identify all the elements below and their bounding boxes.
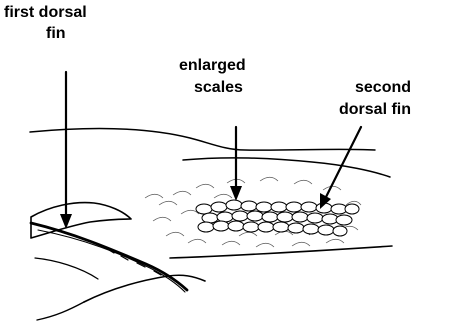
- enlarged-scale: [333, 226, 347, 236]
- enlarged-scale: [211, 202, 227, 212]
- enlarged-scale: [247, 211, 263, 221]
- enlarged-scale: [258, 222, 274, 232]
- enlarged-scale: [243, 222, 259, 232]
- enlarged-scale: [256, 202, 272, 212]
- enlarged-scale: [213, 221, 229, 231]
- first-dorsal-fin-outline: [31, 203, 131, 238]
- enlarged-scale: [307, 213, 323, 223]
- first-dorsal-label-line2: fin: [46, 25, 66, 42]
- fin-spine-edge: [38, 230, 185, 292]
- tail-contour-small: [35, 258, 98, 279]
- lower-body-contour: [170, 246, 392, 258]
- dorsal-ridge-line: [183, 158, 390, 177]
- enlarged-scale: [273, 222, 289, 232]
- enlarged-scales-label-line1: enlarged: [179, 57, 246, 74]
- enlarged-scale: [226, 200, 242, 210]
- enlarged-scale: [318, 225, 334, 235]
- enlarged-scale: [301, 202, 317, 212]
- enlarged-scale: [277, 212, 293, 222]
- enlarged-scales-arrowhead: [230, 186, 242, 201]
- second-dorsal-label-line1: second: [355, 79, 411, 96]
- enlarged-scale: [202, 213, 218, 223]
- enlarged-scale: [198, 222, 214, 232]
- enlarged-scale: [322, 214, 338, 224]
- enlarged-scale: [288, 223, 304, 233]
- first-dorsal-fin: [31, 203, 187, 292]
- enlarged-scales: [196, 200, 359, 236]
- enlarged-scale: [345, 204, 359, 214]
- lower-left-curve: [37, 302, 84, 320]
- second-dorsal-arrow-shaft: [326, 127, 361, 197]
- enlarged-scale: [232, 211, 248, 221]
- enlarged-scale: [292, 212, 308, 222]
- upper-contour-line: [30, 129, 375, 151]
- enlarged-scale: [241, 201, 257, 211]
- enlarged-scale: [303, 224, 319, 234]
- enlarged-scale: [196, 204, 212, 214]
- enlarged-scale: [217, 212, 233, 222]
- enlarged-scale: [286, 202, 302, 212]
- enlarged-scales-label-line2: scales: [194, 79, 243, 96]
- enlarged-scale: [336, 215, 352, 225]
- enlarged-scale: [262, 212, 278, 222]
- enlarged-scale: [271, 202, 287, 212]
- second-dorsal-label-line2: dorsal fin: [339, 101, 411, 118]
- first-dorsal-label-line1: first dorsal: [4, 4, 87, 21]
- enlarged-scale: [228, 221, 244, 231]
